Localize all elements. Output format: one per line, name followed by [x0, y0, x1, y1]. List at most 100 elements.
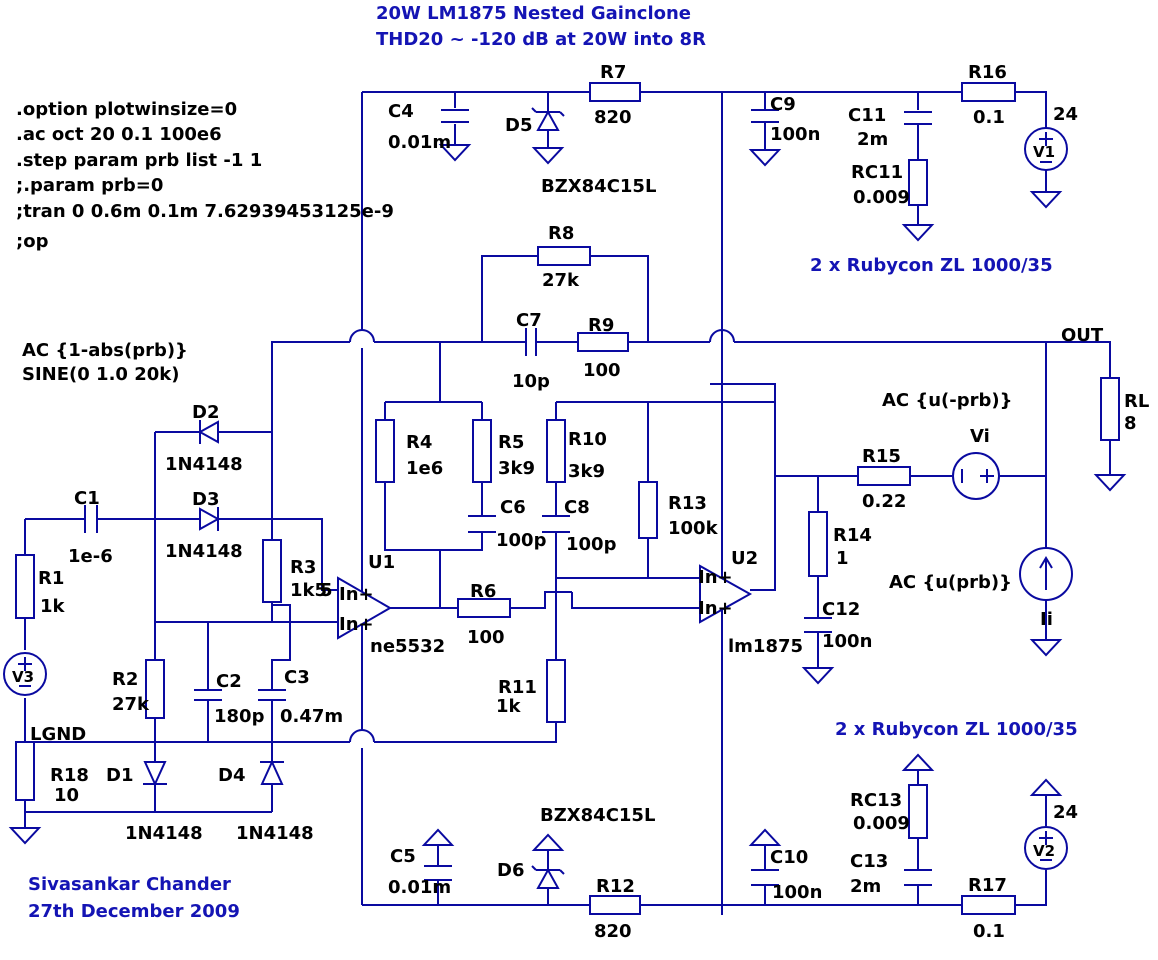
directive-1: .option plotwinsize=0 [16, 99, 237, 120]
c11-value: 2m [857, 129, 888, 150]
c10-value: 100n [772, 882, 822, 903]
source-line-2: SINE(0 1.0 20k) [22, 364, 179, 385]
resistors [15, 82, 1120, 915]
resistor-r12 [589, 895, 641, 915]
u1-value: ne5532 [370, 636, 445, 657]
c6-value: 100p [496, 530, 547, 551]
d3-name: D3 [192, 489, 219, 510]
c8-name: C8 [564, 497, 590, 518]
diode-d1 [143, 761, 167, 787]
capacitor-c2 [194, 689, 222, 701]
label-pin5: 5 [320, 580, 333, 601]
resistor-r11 [546, 659, 566, 723]
label-lgnd: LGND [30, 724, 86, 745]
title-line-2: THD20 ~ -120 dB at 20W into 8R [376, 29, 706, 50]
label-ac-vi: AC {u(-prb)} [882, 390, 1012, 411]
ground-icon [748, 149, 782, 167]
c9-value: 100n [770, 124, 820, 145]
directive-5: ;tran 0 0.6m 0.1m 7.62939453125e-9 [16, 201, 394, 222]
resistor-r16 [961, 82, 1016, 102]
d3-value: 1N4148 [165, 541, 243, 562]
c1-value: 1e-6 [68, 546, 113, 567]
ground-icon [531, 147, 565, 165]
r18-name: R18 [50, 765, 89, 786]
r13-value: 100k [668, 518, 719, 539]
resistor-r15 [857, 466, 911, 486]
title-line-1: 20W LM1875 Nested Gainclone [376, 3, 691, 24]
capacitor-c6 [468, 515, 496, 533]
r1-name: R1 [38, 568, 64, 589]
supply-icon [421, 828, 455, 846]
resistor-rc11 [908, 159, 928, 206]
capacitor-c3 [258, 689, 286, 701]
diode-d4 [260, 759, 284, 785]
r14-value: 1 [836, 548, 849, 569]
resistor-r4 [375, 419, 395, 483]
voltage-source-v3 [3, 652, 47, 696]
capacitors [84, 109, 932, 886]
diode-d6 [536, 867, 560, 889]
diode-d5 [536, 109, 560, 131]
d6-value: BZX84C15L [540, 805, 655, 826]
resistor-r8 [537, 246, 591, 266]
r3-value: 1k5 [290, 580, 327, 601]
ground-icon [8, 827, 42, 845]
capacitor-c13 [904, 869, 932, 886]
c10-name: C10 [770, 847, 808, 868]
d1-name: D1 [106, 765, 133, 786]
c4-name: C4 [388, 101, 414, 122]
directive-6: ;op [16, 231, 49, 252]
c3-value: 0.47m [280, 706, 343, 727]
capacitor-c1 [84, 505, 98, 533]
ground-icon [801, 667, 835, 685]
wires [24, 91, 1111, 915]
r9-value: 100 [583, 360, 621, 381]
c13-value: 2m [850, 876, 881, 897]
c12-value: 100n [822, 631, 872, 652]
ground-icon [901, 224, 935, 242]
diodes [143, 107, 565, 889]
capacitor-c11 [904, 111, 932, 125]
ground-icon [1029, 639, 1063, 657]
r13-name: R13 [668, 493, 707, 514]
r9-name: R9 [588, 315, 614, 336]
u2-value: lm1875 [728, 636, 803, 657]
r2-name: R2 [112, 669, 138, 690]
label-ac-ii: AC {u(prb)} [889, 572, 1012, 593]
r16-name: R16 [968, 62, 1007, 83]
supply-icon [748, 828, 782, 846]
resistor-r18 [15, 741, 35, 801]
c12-name: C12 [822, 599, 860, 620]
c13-name: C13 [850, 851, 888, 872]
r10-name: R10 [568, 429, 607, 450]
v3-name: V3 [12, 668, 34, 686]
u1-name: U1 [368, 552, 395, 573]
diode-d3 [199, 507, 221, 531]
c2-value: 180p [214, 706, 265, 727]
c2-name: C2 [216, 671, 242, 692]
rc13-value: 0.009 [853, 813, 910, 834]
supply-icon [531, 833, 565, 851]
capacitor-c10 [751, 869, 779, 886]
d5-name: D5 [505, 115, 532, 136]
c7-value: 10p [512, 371, 550, 392]
c8-value: 100p [566, 534, 617, 555]
resistor-rl [1100, 377, 1120, 441]
label-v1-value: 24 [1053, 104, 1078, 125]
rl-name: RL [1124, 391, 1149, 412]
capacitor-c7 [525, 328, 537, 356]
directive-3: .step param prb list -1 1 [16, 150, 262, 171]
resistor-r1 [15, 554, 35, 619]
c11-name: C11 [848, 105, 886, 126]
directive-2: .ac oct 20 0.1 100e6 [16, 124, 222, 145]
resistor-r9 [577, 332, 629, 352]
r16-value: 0.1 [973, 107, 1005, 128]
r6-name: R6 [470, 581, 496, 602]
r15-value: 0.22 [862, 491, 906, 512]
r4-value: 1e6 [406, 458, 443, 479]
ground-icon [1093, 474, 1127, 492]
capacitor-c12 [804, 617, 832, 633]
label-u1-in-minus: In+ [339, 614, 374, 635]
r7-value: 820 [594, 107, 632, 128]
